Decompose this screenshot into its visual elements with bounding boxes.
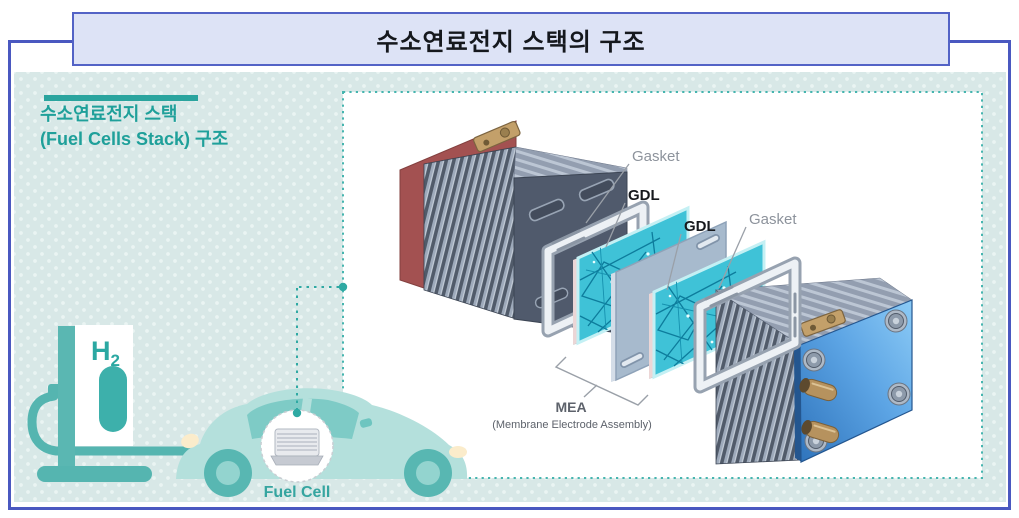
front-wheel: [204, 449, 252, 497]
dispenser-screen-pill: [99, 366, 127, 432]
brass-clamp-right: [800, 309, 846, 337]
fuel-cell-stack-icon: [270, 428, 324, 466]
fuel-hose: [27, 391, 195, 456]
connector-dot-box: [338, 282, 348, 292]
gasket-frame-2: [693, 256, 802, 394]
leader-gdl-right: [666, 233, 682, 291]
label-gdl-right: GDL: [684, 218, 716, 235]
station-pole: [58, 326, 75, 476]
label-mea-abbr: MEA: [555, 399, 586, 415]
callout-labels: Gasket GDL GDL Gasket MEA (Membrane Elec…: [492, 148, 797, 431]
label-gasket-right: Gasket: [749, 211, 797, 228]
stack-heading: 수소연료전지 스택 (Fuel Cells Stack) 구조: [40, 95, 228, 151]
label-mea-full: (Membrane Electrode Assembly): [492, 419, 652, 431]
end-plate-bolts: [802, 309, 911, 453]
heading-line-1: 수소연료전지 스택: [40, 104, 178, 124]
h2-label: H2: [91, 336, 120, 370]
page-title: 수소연료전지 스택의 구조: [376, 28, 646, 56]
fuel-cell-label: Fuel Cell: [264, 484, 331, 501]
heading-line-2: (Fuel Cells Stack) 구조: [40, 129, 229, 149]
zoom-connector: [292, 282, 348, 418]
side-mirror: [359, 418, 373, 428]
taillight: [449, 446, 467, 458]
label-gasket-left: Gasket: [632, 148, 680, 165]
headlight: [181, 433, 199, 449]
right-end-plate-block: [715, 277, 913, 465]
leader-gdl-left: [605, 202, 626, 248]
title-box: 수소연료전지 스택의 구조: [72, 12, 950, 66]
station-base: [37, 466, 152, 482]
gasket-2-slots: [704, 285, 797, 338]
brass-clamp-left: [473, 120, 521, 153]
coolant-ports: [799, 378, 840, 444]
hydrogen-station: H2: [27, 325, 195, 482]
heading-accent-bar: [44, 95, 198, 101]
h2-main: H: [91, 336, 111, 366]
rear-wheel: [404, 449, 452, 497]
fuel-cell-car: Fuel Cell: [176, 388, 468, 501]
leader-gasket-right: [718, 226, 747, 289]
cooling-fins-left-face: [423, 146, 517, 320]
mea-bracket: [554, 356, 649, 406]
blue-end-plate-face: [799, 299, 913, 463]
h2-subscript: 2: [111, 351, 120, 370]
gasket-1-slots: [551, 229, 645, 282]
leader-gasket-left: [585, 163, 630, 224]
label-gdl-left: GDL: [628, 187, 660, 204]
connector-dot-car: [292, 408, 302, 418]
